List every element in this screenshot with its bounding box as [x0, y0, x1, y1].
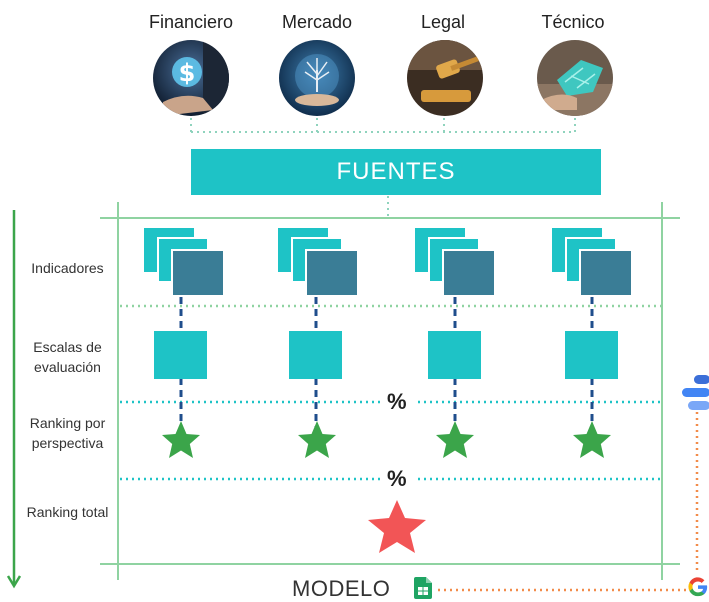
- tree-globe-icon: [279, 40, 355, 116]
- google-icon: [688, 577, 708, 597]
- star-icon-total: [368, 500, 426, 553]
- fuentes-bar: FUENTES: [191, 149, 601, 195]
- scale-box-legal: [428, 331, 481, 379]
- svg-text:$: $: [179, 59, 196, 87]
- percent-symbol-2: %: [387, 466, 407, 491]
- perspective-label-financiero: Financiero: [148, 12, 234, 32]
- indicator-stack-financiero: [144, 228, 225, 297]
- google-sheets-icon: [414, 577, 432, 599]
- indicator-stack-legal: [415, 228, 496, 297]
- percent-symbol-1: %: [387, 389, 407, 414]
- indicator-stack-tecnico: [552, 228, 633, 297]
- star-icon-legal: [436, 421, 474, 458]
- row-label-ranking-total: Ranking total: [26, 504, 109, 520]
- modelo-label: MODELO: [292, 576, 391, 601]
- row-label-escalas: Escalas de evaluación: [33, 339, 102, 375]
- scale-box-tecnico: [565, 331, 618, 379]
- star-icon-mercado: [298, 421, 336, 458]
- row-label-indicadores: Indicadores: [31, 260, 104, 276]
- row-label-ranking-perspectiva: Ranking por perspectiva: [29, 415, 106, 451]
- scale-box-financiero: [154, 331, 207, 379]
- flow-arrow: [6, 210, 22, 589]
- perspective-label-tecnico: Técnico: [541, 12, 605, 32]
- google-data-studio-icon: [682, 375, 709, 410]
- star-icon-tecnico: [573, 421, 611, 458]
- gavel-icon: [407, 40, 483, 116]
- perspective-label-legal: Legal: [420, 12, 466, 32]
- perspective-label-mercado: Mercado: [281, 12, 353, 32]
- indicator-stack-mercado: [278, 228, 359, 297]
- fuentes-label: FUENTES: [336, 158, 456, 185]
- scale-box-mercado: [289, 331, 342, 379]
- star-icon-financiero: [162, 421, 200, 458]
